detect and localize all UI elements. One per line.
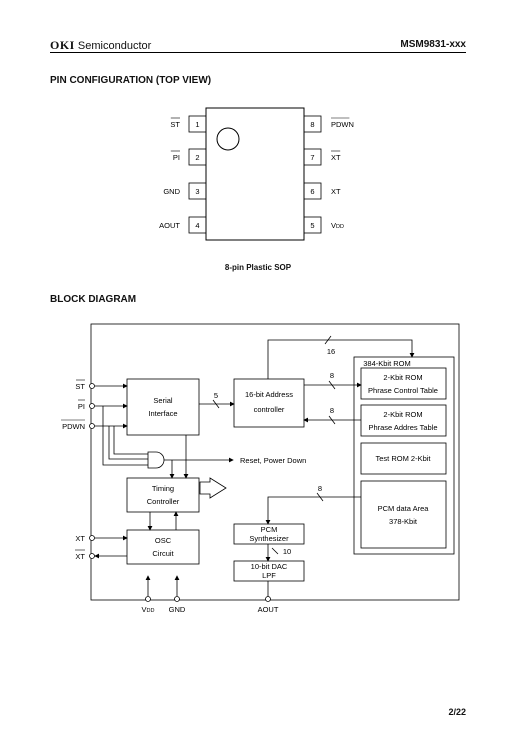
pin-number-7: 7: [310, 153, 314, 162]
pin-box-2: [188, 148, 207, 166]
dac-line1: 10-bit DAC: [251, 562, 288, 571]
osc-circuit-block: [126, 529, 200, 565]
company-name: Semiconductor: [77, 40, 152, 52]
pcm-area-line1: PCM data Area: [378, 504, 430, 513]
pin-name-1: ST: [170, 120, 180, 129]
pin-box-1: [188, 115, 207, 133]
pin-name-7: XT: [331, 153, 341, 162]
input-pi-label: PI: [78, 402, 85, 411]
pin-box-7: [303, 148, 322, 166]
phrase-control-line1: 2-Kbit ROM: [383, 373, 422, 382]
block-diagram-title: BLOCK DIAGRAM: [50, 294, 137, 305]
pin-number-1: 1: [195, 120, 199, 129]
aout-pin-label: AOUT: [258, 605, 279, 614]
ic-package-body: [205, 107, 305, 241]
test-rom-block: [360, 442, 447, 475]
reset-power-down-label: Reset, Power Down: [240, 456, 306, 465]
pin-number-6: 6: [310, 187, 314, 196]
bus-width-rom1: 8: [330, 371, 334, 380]
test-rom-label: Test ROM 2-Kbit: [375, 454, 431, 463]
rom-384k-block: [353, 356, 455, 555]
pin-name-3: GND: [163, 187, 180, 196]
oki-logo: OKI: [50, 38, 75, 52]
pin-name-5: VDD: [331, 221, 344, 230]
pin-number-3: 3: [195, 187, 199, 196]
osc-line1: OSC: [155, 536, 172, 545]
pin1-indicator-dot: [216, 127, 240, 151]
serial-line1: Serial: [153, 396, 173, 405]
pin-number-4: 4: [195, 221, 199, 230]
pin-box-8: [303, 115, 322, 133]
bus-width-serial: 5: [214, 391, 218, 400]
serial-interface-block: [126, 378, 200, 436]
company-header: OKI Semiconductor: [50, 38, 151, 53]
pcm-synth-line1: PCM: [261, 525, 278, 534]
timing-controller-block: [126, 477, 200, 513]
pcm-synth-line2: Synthesizer: [249, 534, 289, 543]
dac-line2: LPF: [262, 571, 276, 580]
pin-name-6: XT: [331, 187, 341, 196]
addr-line2: controller: [254, 405, 285, 414]
left-pin-group: 1 ST 2 PI 3 GND 4 AOUT: [159, 115, 207, 234]
serial-line2: Interface: [148, 409, 177, 418]
pin-name-4: AOUT: [159, 221, 180, 230]
page-number: 2/22: [448, 707, 466, 717]
package-label: 8-pin Plastic SOP: [224, 263, 292, 272]
addr-line1: 16-bit Address: [245, 390, 293, 399]
timing-line2: Controller: [147, 497, 180, 506]
phrase-address-line1: 2-Kbit ROM: [383, 410, 422, 419]
pin-box-5: [303, 216, 322, 234]
pin-number-2: 2: [195, 153, 199, 162]
pin-config-title: PIN CONFIGURATION (TOP VIEW): [50, 75, 212, 86]
and-gate-symbol: [147, 451, 165, 469]
address-controller-block: [233, 378, 305, 428]
input-st-label: ST: [75, 382, 85, 391]
pin-number-8: 8: [310, 120, 314, 129]
rom-label: 384-Kbit ROM: [363, 359, 411, 368]
bus-width-top: 16: [327, 347, 335, 356]
phrase-control-line2: Phrase Control Table: [368, 386, 438, 395]
output-xt-bar-label: XT: [75, 552, 85, 561]
gnd-pin-label: GND: [169, 605, 186, 614]
chip-boundary: [90, 323, 460, 601]
pcm-area-line2: 378-Kbit: [389, 517, 418, 526]
phrase-address-table-block: [360, 404, 447, 437]
bus-width-rom2: 8: [330, 406, 334, 415]
bus-width-pcm: 8: [318, 484, 322, 493]
pin-number-5: 5: [310, 221, 314, 230]
pin-box-6: [303, 182, 322, 200]
pin-box-4: [188, 216, 207, 234]
phrase-address-line2: Phrase Addres Table: [368, 423, 437, 432]
osc-line2: Circuit: [152, 549, 174, 558]
pcm-data-area-block: [360, 480, 447, 549]
pin-name-8: PDWN: [331, 120, 354, 129]
pin-box-3: [188, 182, 207, 200]
bus-width-dac: 10: [283, 547, 291, 556]
header-rule: [50, 52, 466, 53]
part-number: MSM9831-xxx: [400, 39, 466, 50]
input-xt-label: XT: [75, 534, 85, 543]
input-pdwn-label: PDWN: [62, 422, 85, 431]
pin-name-2: PI: [173, 153, 180, 162]
timing-line1: Timing: [152, 484, 174, 493]
vdd-pin-label: VDD: [142, 605, 155, 614]
